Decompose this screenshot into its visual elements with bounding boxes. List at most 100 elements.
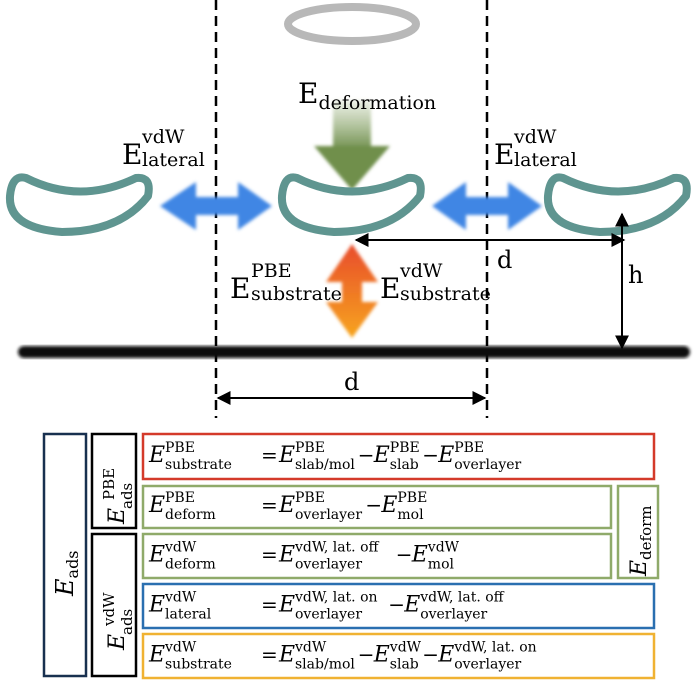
equation-operator: − [422,443,439,467]
equation-operator: = [261,642,278,666]
label-e-ads-vdw: E vdW ads [95,585,136,651]
equation-term: E [278,542,295,567]
molecule-center [277,173,425,236]
deformation-arrow [314,100,390,190]
equation-operator: − [365,493,382,517]
equation-term-sub: overlayer [295,606,362,622]
equation-term-sub: overlayer [295,556,362,572]
equation-term: E [278,592,295,617]
equation-lhs: E [148,542,165,567]
molecule-left [5,173,153,236]
equation-lhs-sup: PBE [165,490,195,506]
equation-border [141,432,656,481]
equation-lhs-sup: vdW [164,589,197,605]
equation-term-sub: slab/mol [295,457,355,473]
equation-term-sup: vdW [427,539,460,555]
equation-term-sup: vdW, lat. on [294,589,378,605]
box-e-deform [616,484,660,580]
equation-border [141,632,656,680]
equation-term-sup: vdW, lat. off [419,589,504,605]
halo-ring [284,3,420,45]
equation-operator: = [261,592,278,616]
label-e-vdw-lateral-right: E vdW lateral [494,117,577,171]
equation-term-sup: PBE [295,440,325,456]
equation-term: E [437,642,454,667]
lateral-arrow-right [432,182,542,230]
equation-lhs-sub: lateral [165,606,212,622]
equation-operator: = [261,542,278,566]
equation-lhs: E [148,443,165,468]
molecule-right [543,173,691,236]
equation-border [141,532,613,580]
equation-lhs-sub: deform [165,507,216,523]
equation-lhs-sup: vdW [164,639,197,655]
equation-operator: − [358,443,375,467]
equation-term: E [411,542,428,567]
box-e-ads-vdw [90,532,138,678]
equation-lhs-sub: substrate [165,457,232,473]
equation-term-sub: slab/mol [295,656,355,672]
equation-term: E [278,642,295,667]
label-e-deform: Edeform [627,505,655,577]
equation-term-sub: mol [428,556,455,572]
equation-lhs-sup: PBE [165,440,195,456]
label-d-lower: d [344,368,359,396]
equation-lhs-sub: substrate [165,656,232,672]
box-e-ads [42,432,88,678]
equation-term: E [278,443,295,468]
equation-operator: − [388,592,405,616]
label-e-vdw-lateral-left: E vdW lateral [122,117,205,171]
equation-operator: − [396,542,413,566]
equation-term-sub: overlayer [454,457,521,473]
equation-lhs-sup: vdW [164,539,197,555]
label-d-upper: d [497,246,512,274]
equation-term-sup: vdW [389,639,422,655]
equation-term: E [403,592,420,617]
equation-operator: − [422,642,439,666]
label-e-vdw-substrate: E vdW substrate [380,251,491,305]
equation-term-sub: mol [397,507,424,523]
equation-term-sup: PBE [295,490,325,506]
substrate-arrow [326,244,378,338]
equation-term-sub: slab [390,656,419,672]
equation-term: E [373,443,390,468]
equation-term-sub: overlayer [454,656,521,672]
label-e-ads: Eads [51,550,82,597]
equation-lhs: E [148,493,165,518]
equation-term-sup: vdW, lat. off [294,539,379,555]
equation-border [141,582,656,630]
equation-lhs: E [148,592,165,617]
equation-operator: = [261,493,278,517]
equation-lhs: E [148,642,165,667]
equation-term-sup: PBE [390,440,420,456]
equation-term-sup: PBE [454,440,484,456]
equation-term-sub: overlayer [420,606,487,622]
equation-term-sub: overlayer [295,507,362,523]
equation-term-sup: vdW, lat. on [453,639,537,655]
equation-term-sub: slab [390,457,419,473]
label-h: h [628,261,643,289]
equation-lhs-sub: deform [165,556,216,572]
label-e-ads-pbe: E PBE ads [95,461,136,525]
equation-term: E [437,443,454,468]
equation-term: E [380,493,397,518]
equation-term: E [373,642,390,667]
equation-operator: − [358,642,375,666]
equation-term-sup: vdW [294,639,327,655]
substrate-slab [18,346,690,358]
equation-operator: = [261,443,278,467]
box-e-ads-pbe [90,432,138,530]
lateral-arrow-left [160,182,272,230]
equation-term: E [278,493,295,518]
label-e-pbe-substrate: E PBE substrate [230,251,342,305]
equation-term-sup: PBE [397,490,427,506]
label-e-deformation: Edeformation [298,77,436,114]
equation-border [141,484,613,530]
